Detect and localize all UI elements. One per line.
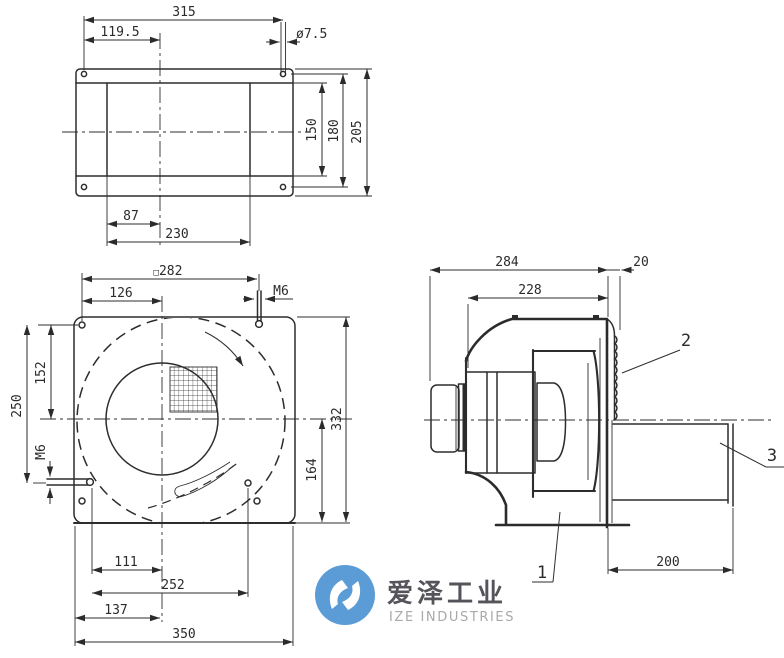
dim-332: 332 <box>330 407 345 430</box>
front-extension-lines <box>33 273 350 646</box>
flange-holes <box>80 70 287 191</box>
dim-250: 250 <box>10 394 25 417</box>
dim-hole-diameter: ø7.5 <box>296 27 327 42</box>
side-dimension-lines <box>430 266 733 574</box>
dim-252: 252 <box>161 578 184 593</box>
part-label-1: 1 <box>537 563 547 583</box>
part-leaders <box>532 349 784 583</box>
dim-180: 180 <box>327 119 342 142</box>
dim-119-5: 119.5 <box>100 25 139 40</box>
dim-284: 284 <box>495 255 519 270</box>
dim-square-282: □282 <box>154 264 183 279</box>
dim-205: 205 <box>350 120 365 143</box>
flange-extension-lines <box>83 16 372 246</box>
watermark: 爱泽工业 IZE INDUSTRIES <box>315 565 515 625</box>
dim-350: 350 <box>172 627 195 642</box>
part-label-3: 3 <box>767 446 777 466</box>
part-label-2: 2 <box>681 331 691 351</box>
cutoff-tongue <box>174 461 234 498</box>
watermark-english-name: IZE INDUSTRIES <box>389 610 515 625</box>
side-extension-lines <box>429 276 734 574</box>
flange-dimension-lines <box>84 16 371 246</box>
scroll-circle-hidden <box>76 318 286 522</box>
inlet-guard-mesh <box>169 366 218 413</box>
dim-87: 87 <box>123 209 139 224</box>
dim-137: 137 <box>104 603 127 618</box>
dim-315: 315 <box>172 5 195 20</box>
dim-111: 111 <box>114 555 137 570</box>
watermark-chinese-name: 爱泽工业 <box>387 579 507 609</box>
discharge-duct <box>611 420 734 523</box>
front-centerlines <box>40 296 352 622</box>
dim-164: 164 <box>305 458 320 482</box>
dim-228: 228 <box>518 283 541 298</box>
outlet-flange-view: 315 119.5 ø7.5 150 180 205 87 230 <box>62 5 372 249</box>
dim-150: 150 <box>305 118 320 141</box>
dim-152: 152 <box>34 361 49 384</box>
front-dimension-lines <box>23 275 350 646</box>
dim-200: 200 <box>656 555 679 570</box>
flange-opening <box>75 82 294 177</box>
ize-logo-swirl-icon <box>329 580 361 610</box>
impeller <box>531 348 601 499</box>
dim-126: 126 <box>109 286 132 301</box>
scroll-housing <box>464 315 631 529</box>
dim-20: 20 <box>633 255 649 270</box>
ize-logo-circle <box>315 565 375 625</box>
flange-centerlines <box>62 33 310 249</box>
dim-m6-left: M6 <box>34 444 49 460</box>
flex-connection-band <box>606 318 618 421</box>
rotation-arrow <box>204 331 244 367</box>
dim-230: 230 <box>165 227 188 242</box>
motor-assembly <box>430 371 536 474</box>
flange-plate-outline <box>75 68 294 197</box>
side-view: 284 228 20 200 1 2 3 <box>424 255 784 583</box>
front-view: □282 126 M6 152 250 M6 332 164 111 252 1… <box>10 264 352 646</box>
plate-studs-and-holes <box>46 290 264 505</box>
dim-m6-top: M6 <box>273 284 289 299</box>
